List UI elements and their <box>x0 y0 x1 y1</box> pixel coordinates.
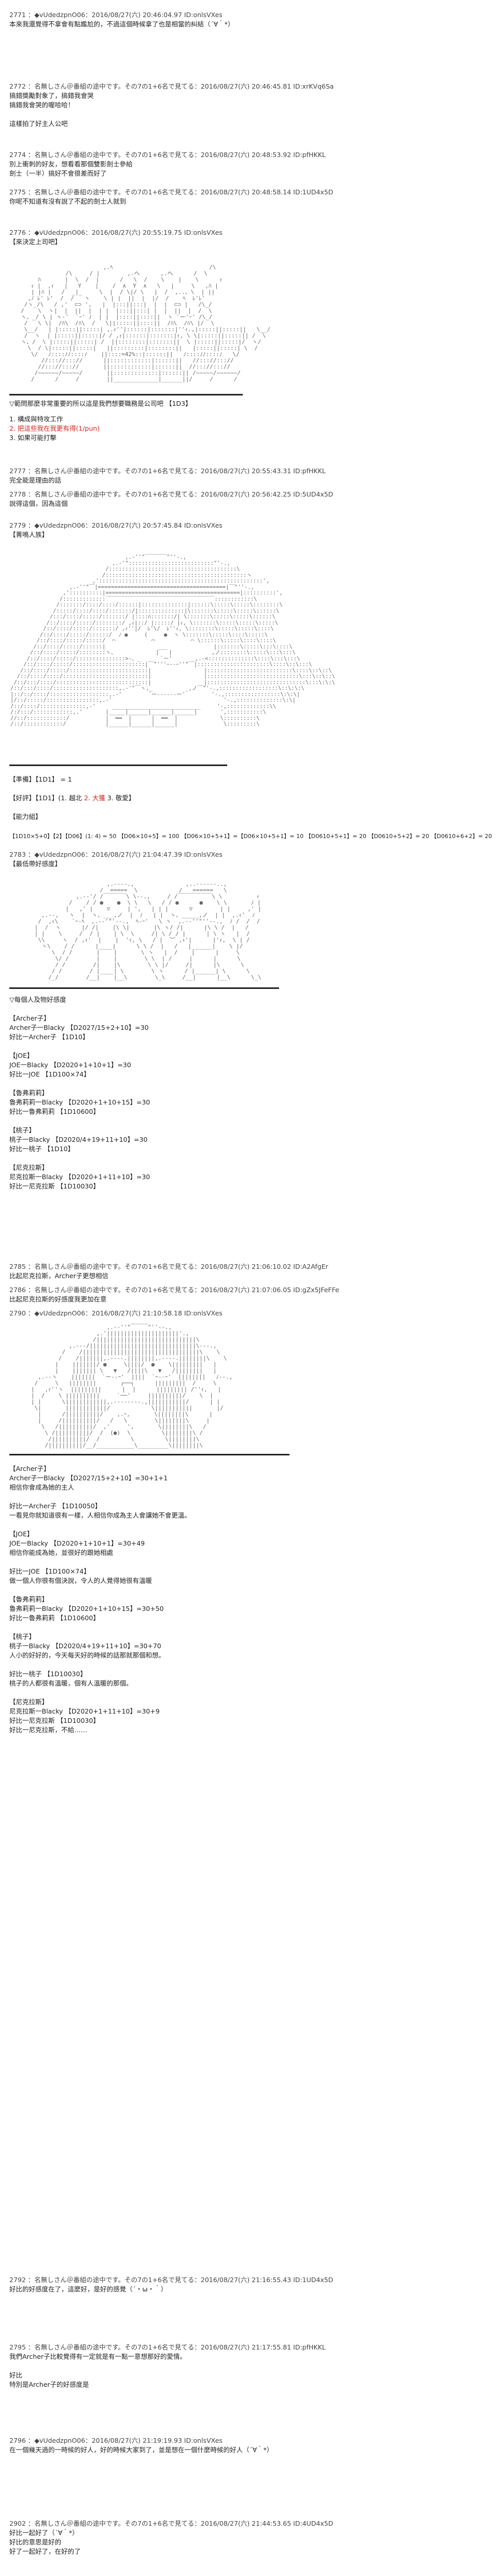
post-body: 說得這個，因為這個 <box>9 500 68 507</box>
ascii-art: ,.-''"￣￣￣￣"''-., ,.-'"::::::::::::::::::… <box>10 554 335 727</box>
post-header: 2796 ：◆vUdedzpnO06：2016/08/27(六) 21:19:1… <box>9 2437 223 2444</box>
post-header: 2775 ：名無しさん＠番組の途中です。その7の1+6名で見てる：2016/08… <box>9 188 334 196</box>
post-2902: 2902 ：名無しさん＠番組の途中です。その7の1+6名で見てる：2016/08… <box>9 2519 476 2556</box>
post-header: 2795 ：名無しさん＠番組の途中です。その7の1+6名で見てる：2016/08… <box>9 2343 326 2351</box>
post-body: 【1D10×5+0】【2】【D06】(1: 4) = 50 【D06×10+5】… <box>9 833 492 840</box>
post-ability-rolls: 【1D10×5+0】【2】【D06】(1: 4) = 50 【D06×10+5】… <box>9 832 492 841</box>
post-body: 在一個幾天過的一時候的好人，好的時候大家到了，並是想在一個什麼時候的好人（´∀｀… <box>9 2446 273 2454</box>
post-choice-title: ▽範問那麼非常重要的所以這是我們想要職務是公司吧 【1D3】 <box>9 399 476 408</box>
choice-2: 2. 把這些我在我更有得(1/pun) <box>9 424 100 432</box>
rating-line: 【好評】【1D1】(1. 越北 2. 大獲 3. 敬愛】 <box>9 794 135 802</box>
post-header: 2786 ：名無しさん＠番組の途中です。その7の1+6名で見てる：2016/08… <box>9 1286 339 1294</box>
choice-list: 1. 構成與特攻工作 2. 把這些我在我更有得(1/pun) 3. 如果可能打擊 <box>9 415 476 443</box>
post-2785: 2785 ：名無しさん＠番組の途中です。その7の1+6名で見てる：2016/08… <box>9 1262 476 1281</box>
post-body: 你呢不知道有沒有說了不起的劍士人就到 <box>9 197 127 205</box>
post-header: 2792 ：名無しさん＠番組の途中です。その7の1+6名で見てる：2016/08… <box>9 2276 334 2284</box>
post-2795: 2795 ：名無しさん＠番組の途中です。その7の1+6名で見てる：2016/08… <box>9 2343 476 2389</box>
post-2796: 2796 ：◆vUdedzpnO06：2016/08/27(六) 21:19:1… <box>9 2436 476 2455</box>
post-2777: 2777 ：名無しさん＠番組の途中です。その7の1+6名で見てる：2016/08… <box>9 466 476 485</box>
post-2775: 2775 ：名無しさん＠番組の途中です。その7の1+6名で見てる：2016/08… <box>9 188 476 206</box>
post-body: 好比的好感度在了，這麼好，是好的感覺（´・ω・｀） <box>9 2285 168 2293</box>
post-body: 【菁鳴人族】 <box>9 531 49 539</box>
post-2778: 2778 ：名無しさん＠番組の途中です。その7の1+6名で見てる：2016/08… <box>9 490 476 508</box>
choice-3: 3. 如果可能打擊 <box>9 434 57 442</box>
post-header: 2776 ：◆vUdedzpnO06：2016/08/27(六) 20:55:1… <box>9 229 223 236</box>
divider <box>9 765 227 766</box>
post-body: 本來我還覺得不拿會有點尷尬的，不過這個時候拿了也是相當的糾結（´∀｀*） <box>9 20 234 28</box>
post-header: 2790 ：◆vUdedzpnO06：2016/08/27(六) 21:10:5… <box>9 1309 223 1317</box>
post-body: 【最低帶好感度】 <box>9 860 62 868</box>
post-2790: 2790 ：◆vUdedzpnO06：2016/08/27(六) 21:10:5… <box>9 1309 476 1318</box>
post-affinity-2: 【Archer子】 Archer子一Blacky 【D2027/15+2+10】… <box>9 1464 476 1735</box>
post-header: 2785 ：名無しさん＠番組の途中です。その7の1+6名で見てる：2016/08… <box>9 1263 328 1270</box>
post-2779: 2779 ：◆vUdedzpnO06：2016/08/27(六) 20:57:4… <box>9 521 476 540</box>
post-2776: 2776 ：◆vUdedzpnO06：2016/08/27(六) 20:55:1… <box>9 228 476 247</box>
post-header: 2778 ：名無しさん＠番組の途中です。その7の1+6名で見てる：2016/08… <box>9 490 334 498</box>
post-header: 2774 ：名無しさん＠番組の途中です。その7の1+6名で見てる：2016/08… <box>9 151 326 159</box>
post-body: ▽範問那麼非常重要的所以這是我們想要職務是公司吧 【1D3】 <box>9 400 192 407</box>
post-body: 完全能是理由的話 <box>9 476 62 484</box>
post-affinity-1: ▽每個人及物好感度 【Archer子】 Archer子一Blacky 【D202… <box>9 995 476 1191</box>
ascii-art: ,.-‐‐-., ,..-‐‐‐‐-.., / ===== \ / ======… <box>34 881 261 981</box>
post-header: 2771 ：◆vUdedzpnO06：2016/08/27(六) 20:46:0… <box>9 11 223 19</box>
post-body: 我們Archer子比較覺得有一定就是有一點一意想那好的愛情。 好比 特別是Arc… <box>9 2353 187 2388</box>
ascii-art: ,.-‐''"￣￣￣"''‐-., ,.'|||||||||||||||||||… <box>31 1324 233 1449</box>
post-2783: 2783 ：◆vUdedzpnO06：2016/08/27(六) 21:04:4… <box>9 850 476 869</box>
post-body: 別上衝刺的好友，想看看那個雙影劍士參給 劍士（一半）搞好不會很差而好了 <box>9 160 133 177</box>
post-header: 2777 ：名無しさん＠番組の途中です。その7の1+6名で見てる：2016/08… <box>9 467 326 475</box>
ascii-art: ,.ﾍ /\ /\ / | ,.へ ,.へ / \ ﾊ | \ / | / \ … <box>21 264 271 383</box>
post-body: 搞錯獎勵對象了，搞錯我會哭 搞錯我會哭的喔哈哈！ 這樣拍了好主人公吧 <box>9 92 94 128</box>
post-body: 好比一起好了（´∀｀*） 好比的意思是好的 好了一起好了，在好的了 <box>9 2529 81 2555</box>
post-2792: 2792 ：名無しさん＠番組の途中です。その7の1+6名で見てる：2016/08… <box>9 2275 476 2294</box>
affinity-list: ▽每個人及物好感度 【Archer子】 Archer子一Blacky 【D202… <box>9 996 150 1190</box>
divider <box>9 394 243 395</box>
post-2772: 2772 ：名無しさん＠番組の途中です。その7の1+6名で見てる：2016/08… <box>9 82 476 129</box>
post-body: 【來決定上司吧】 <box>9 238 62 246</box>
post-2786: 2786 ：名無しさん＠番組の途中です。その7の1+6名で見てる：2016/08… <box>9 1285 476 1304</box>
post-header: 2783 ：◆vUdedzpnO06：2016/08/27(六) 21:04:4… <box>9 851 223 858</box>
post-stats: 【準備】【1D1】 = 1 【好評】【1D1】(1. 越北 2. 大獲 3. 敬… <box>9 775 476 822</box>
post-body: 【準備】【1D1】 = 1 【好評】【1D1】(1. 越北 2. 大獲 3. 敬… <box>9 775 476 822</box>
post-choices: 1. 構成與特攻工作 2. 把這些我在我更有得(1/pun) 3. 如果可能打擊 <box>9 415 476 443</box>
affinity-result-list: 【Archer子】 Archer子一Blacky 【D2027/15+2+10】… <box>9 1465 191 1734</box>
post-2774: 2774 ：名無しさん＠番組の途中です。その7の1+6名で見てる：2016/08… <box>9 150 476 178</box>
highlighted-result: 2. 大獲 <box>84 794 105 802</box>
post-header: 2779 ：◆vUdedzpnO06：2016/08/27(六) 20:57:4… <box>9 521 223 529</box>
post-body: 比起尼克拉斯，Archer子更想相信 <box>9 1272 109 1280</box>
choice-1: 1. 構成與特攻工作 <box>9 415 63 423</box>
post-2771: 2771 ：◆vUdedzpnO06：2016/08/27(六) 20:46:0… <box>9 10 476 29</box>
post-header: 2902 ：名無しさん＠番組の途中です。その7の1+6名で見てる：2016/08… <box>9 2520 334 2527</box>
post-body: 比起尼克拉斯的好感度我更加在意 <box>9 1295 107 1303</box>
post-header: 2772 ：名無しさん＠番組の途中です。その7の1+6名で見てる：2016/08… <box>9 82 334 90</box>
divider <box>9 987 279 989</box>
divider <box>9 1454 289 1455</box>
